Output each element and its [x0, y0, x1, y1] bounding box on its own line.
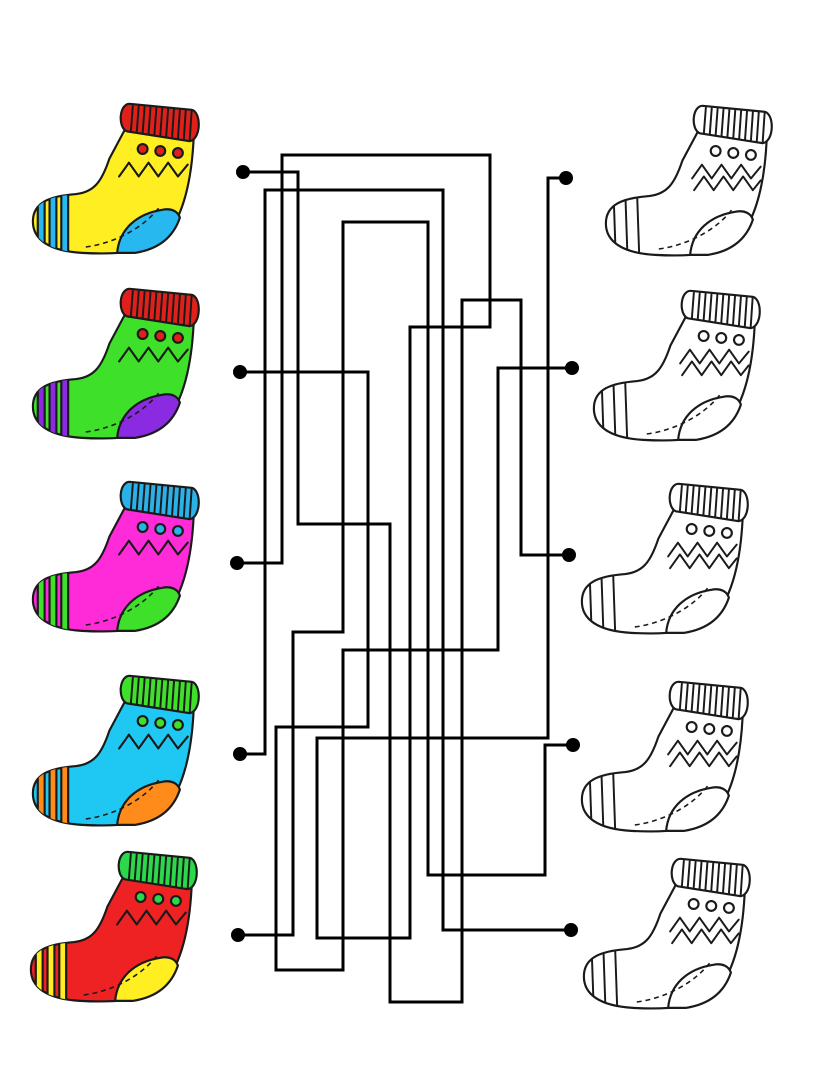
maze-path-5 — [238, 220, 573, 937]
sock-dot — [709, 145, 722, 157]
sock-dot — [152, 892, 165, 905]
left-colored-socks — [29, 102, 200, 1003]
left-start-dot-1[interactable] — [236, 165, 250, 179]
maze-path-1 — [243, 170, 569, 1004]
toe-stripes — [36, 378, 70, 439]
sock-cuff — [119, 480, 200, 521]
left-start-dot-3[interactable] — [230, 556, 244, 570]
maze-path-2 — [240, 366, 572, 972]
maze-path-4 — [240, 188, 571, 932]
sock-cuff — [119, 102, 200, 143]
sock-zigzag — [679, 348, 750, 365]
left-start-dot-4[interactable] — [233, 747, 247, 761]
maze-lines — [230, 153, 580, 1004]
left-start-dot-2[interactable] — [233, 365, 247, 379]
sock-heel — [114, 956, 179, 1002]
sock-dot — [154, 716, 167, 729]
sock-dot — [720, 724, 733, 737]
sock-heel — [665, 786, 730, 832]
sock-dot — [687, 898, 700, 910]
toe-stripes — [36, 193, 70, 254]
sock-dot — [732, 333, 745, 346]
sock-dot — [136, 521, 149, 533]
sock-dot — [171, 146, 184, 159]
sock-dot — [154, 522, 167, 535]
sock-cuff — [668, 680, 749, 721]
right-uncolored-socks — [580, 104, 773, 1010]
left-sock-2 — [31, 287, 200, 440]
sock-cuff — [117, 850, 198, 891]
sock-cuff — [680, 289, 761, 330]
sock-dot — [169, 894, 182, 907]
right-sock-2 — [592, 289, 761, 442]
left-sock-4 — [31, 674, 200, 827]
sock-cuff — [692, 104, 773, 145]
sock-heel — [116, 208, 181, 254]
sock-dot — [685, 523, 698, 535]
sock-heel — [116, 586, 181, 632]
toe-stripes — [36, 571, 70, 632]
sock-dot — [720, 526, 733, 539]
sock-cuff — [670, 857, 751, 898]
right-end-dot-4[interactable] — [566, 738, 580, 752]
sock-dot — [715, 331, 728, 344]
right-end-dot-3[interactable] — [562, 548, 576, 562]
sock-dot — [703, 722, 716, 735]
sock-dot — [171, 331, 184, 344]
toe-stripes — [36, 765, 70, 826]
sock-heel — [667, 963, 732, 1009]
sock-heel — [677, 395, 742, 441]
sock-cuff — [119, 674, 200, 715]
left-sock-5 — [29, 850, 198, 1003]
maze-path-3 — [237, 153, 566, 940]
right-sock-4 — [580, 680, 749, 833]
sock-dot — [136, 143, 149, 155]
right-end-dot-1[interactable] — [559, 171, 573, 185]
right-sock-5 — [582, 857, 751, 1010]
sock-dot — [705, 899, 718, 912]
left-sock-3 — [31, 480, 200, 633]
sock-dot — [697, 330, 710, 342]
right-sock-3 — [580, 482, 749, 635]
sock-cuff — [119, 287, 200, 328]
sock-dot — [154, 329, 167, 342]
sock-zigzag — [669, 916, 740, 933]
right-sock-1 — [604, 104, 773, 257]
sock-zigzag — [667, 541, 738, 558]
sock-dot — [154, 144, 167, 157]
toe-stripes — [34, 941, 68, 1002]
sock-dot — [171, 524, 184, 537]
sock-dot — [727, 146, 740, 159]
right-end-dot-5[interactable] — [564, 923, 578, 937]
left-start-dot-5[interactable] — [231, 928, 245, 942]
right-end-dot-2[interactable] — [565, 361, 579, 375]
sock-dot — [744, 148, 757, 161]
sock-zigzag — [691, 163, 762, 180]
sock-heel — [689, 210, 754, 256]
sock-dot — [136, 328, 149, 340]
sock-dot — [171, 718, 184, 731]
sock-dot — [703, 524, 716, 537]
sock-dot — [685, 721, 698, 733]
sock-cuff — [668, 482, 749, 523]
left-sock-1 — [31, 102, 200, 255]
sock-dot — [134, 891, 147, 903]
sock-heel — [665, 588, 730, 634]
sock-dot — [722, 901, 735, 914]
sock-dot — [136, 715, 149, 727]
sock-zigzag — [667, 739, 738, 756]
sock-heel — [116, 393, 181, 439]
sock-heel — [116, 780, 181, 826]
